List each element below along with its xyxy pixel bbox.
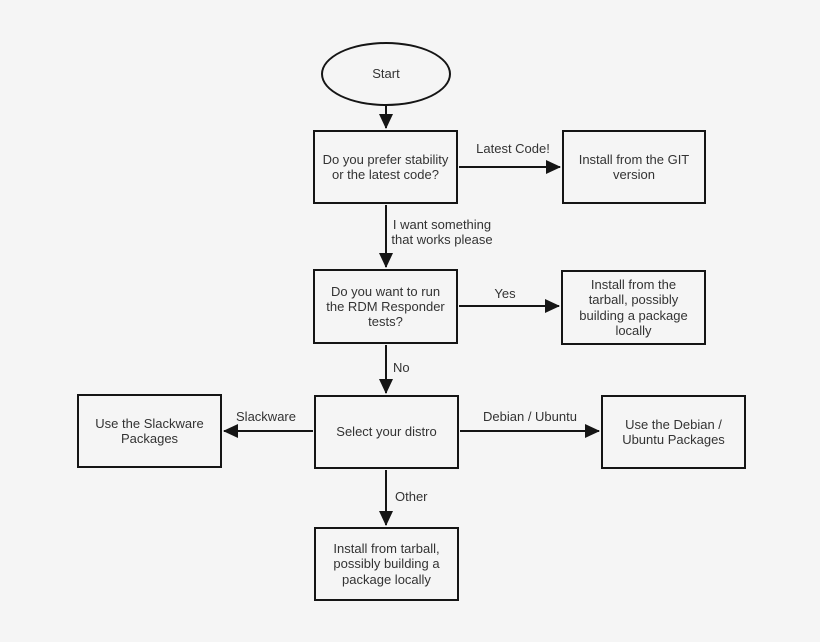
node-debian-packages-label: Use the Debian / Ubuntu Packages xyxy=(622,416,725,447)
edge-label-yes: Yes xyxy=(494,286,516,301)
node-install-tarball-other-label: Install from tarball, possibly building … xyxy=(333,541,440,587)
node-slackware-packages: Use the Slackware Packages xyxy=(77,394,222,468)
edge-label-debian-ubuntu: Debian / Ubuntu xyxy=(483,409,577,424)
node-install-tarball-yes: Install from the tarball, possibly build… xyxy=(561,270,706,345)
edge-label-slackware: Slackware xyxy=(236,409,296,424)
node-debian-packages: Use the Debian / Ubuntu Packages xyxy=(601,395,746,469)
edge-label-works: I want something that works please xyxy=(391,217,493,247)
node-install-git: Install from the GIT version xyxy=(562,130,706,204)
node-select-distro: Select your distro xyxy=(314,395,459,469)
node-select-distro-label: Select your distro xyxy=(336,424,437,440)
edge-label-other: Other xyxy=(395,489,428,504)
node-stability-question: Do you prefer stability or the latest co… xyxy=(313,130,458,204)
node-slackware-packages-label: Use the Slackware Packages xyxy=(95,415,204,446)
edge-label-latest-code: Latest Code! xyxy=(476,141,550,156)
node-install-tarball-other: Install from tarball, possibly building … xyxy=(314,527,459,601)
node-start-label: Start xyxy=(372,66,400,82)
node-stability-question-label: Do you prefer stability or the latest co… xyxy=(322,151,449,182)
node-rdm-question-label: Do you want to run the RDM Responder tes… xyxy=(326,283,445,330)
node-install-git-label: Install from the GIT version xyxy=(578,151,690,182)
node-start: Start xyxy=(321,42,451,106)
edge-label-no: No xyxy=(393,360,410,375)
node-install-tarball-yes-label: Install from the tarball, possibly build… xyxy=(579,276,688,338)
node-rdm-question: Do you want to run the RDM Responder tes… xyxy=(313,269,458,344)
